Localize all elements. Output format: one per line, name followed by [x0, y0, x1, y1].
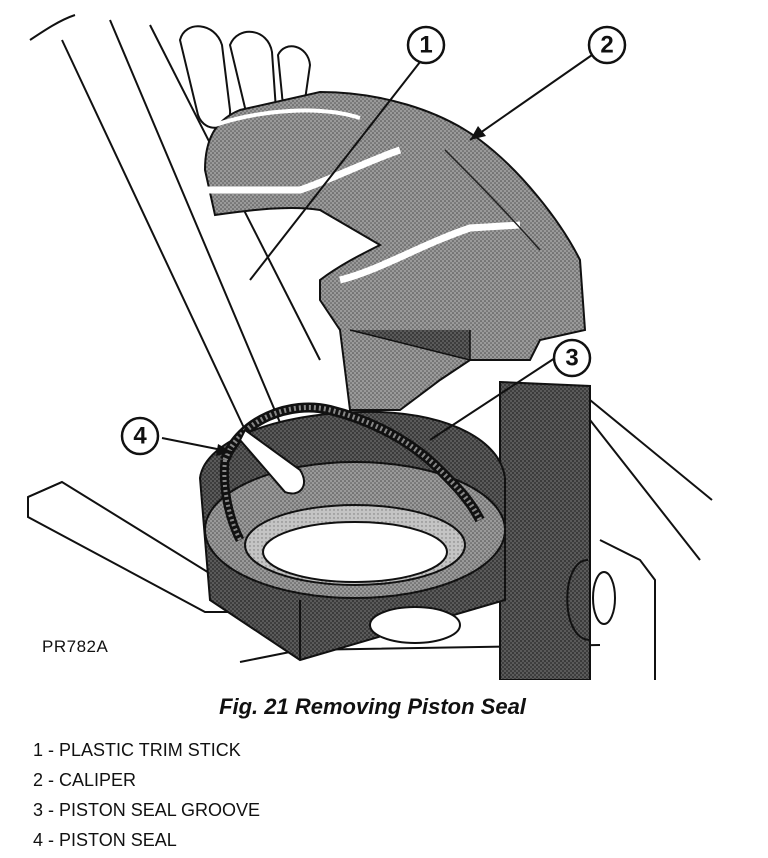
callout-1: 1: [406, 25, 446, 65]
piston-seal: [219, 402, 485, 543]
leader-arrowhead-4: [216, 444, 232, 456]
svg-text:3: 3: [565, 345, 578, 372]
legend-item: 4 - PISTON SEAL: [33, 830, 177, 850]
leader-arrowhead-2: [470, 126, 486, 140]
caliper-body: [203, 90, 587, 411]
trim-stick-tip: [238, 428, 305, 495]
callout-4: 4: [120, 416, 160, 456]
svg-text:2: 2: [600, 32, 613, 59]
callout-3: 3: [552, 338, 592, 378]
legend-item: 3 - PISTON SEAL GROOVE: [33, 800, 261, 820]
svg-text:4: 4: [133, 423, 147, 450]
svg-text:1: 1: [419, 32, 432, 59]
piston-bore: [198, 410, 506, 662]
legend-item: 1 - PLASTIC TRIM STICK: [33, 740, 241, 760]
figure-code: PR782A: [42, 637, 109, 656]
figure-caption: Fig. 21 Removing Piston Seal: [219, 694, 526, 719]
vise-post: [499, 380, 713, 680]
legend-item: 2 - CALIPER: [33, 770, 137, 790]
callout-2: 2: [587, 25, 627, 65]
illustration: 1 2 3 4: [27, 14, 713, 680]
legend: 1 - PLASTIC TRIM STICK 2 - CALIPER 3 - P…: [33, 738, 260, 858]
